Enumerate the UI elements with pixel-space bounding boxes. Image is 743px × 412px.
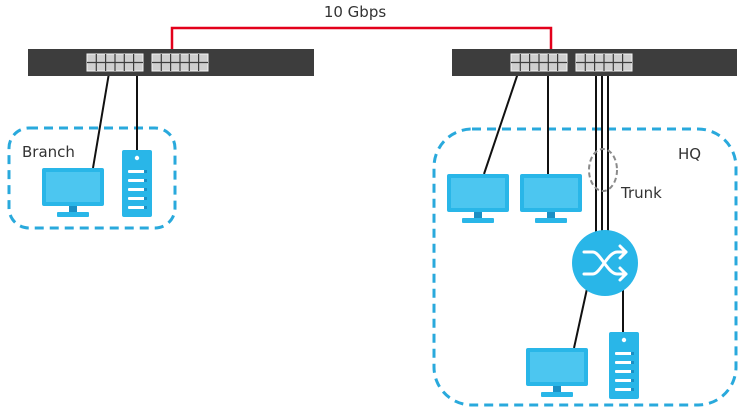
hq-monitor-3-icon <box>526 348 588 397</box>
uplink-line <box>170 26 553 49</box>
hq-monitor-2-icon <box>520 174 582 223</box>
trunk-label: Trunk <box>620 184 662 202</box>
hq-boundary <box>432 127 738 407</box>
branch-switch <box>28 49 314 76</box>
link-speed-label: 10 Gbps <box>324 3 387 21</box>
branch-monitor-icon <box>42 168 104 217</box>
branch-server-icon <box>122 150 152 217</box>
router-icon <box>572 230 638 296</box>
hq-monitor-1-icon <box>447 174 509 223</box>
branch-boundary <box>7 126 177 230</box>
hq-label: HQ <box>678 145 701 163</box>
trunk-ring <box>588 148 618 192</box>
hq-server-icon <box>609 332 639 399</box>
hq-switch <box>452 49 737 76</box>
branch-cables <box>92 72 138 169</box>
branch-label: Branch <box>22 143 75 161</box>
